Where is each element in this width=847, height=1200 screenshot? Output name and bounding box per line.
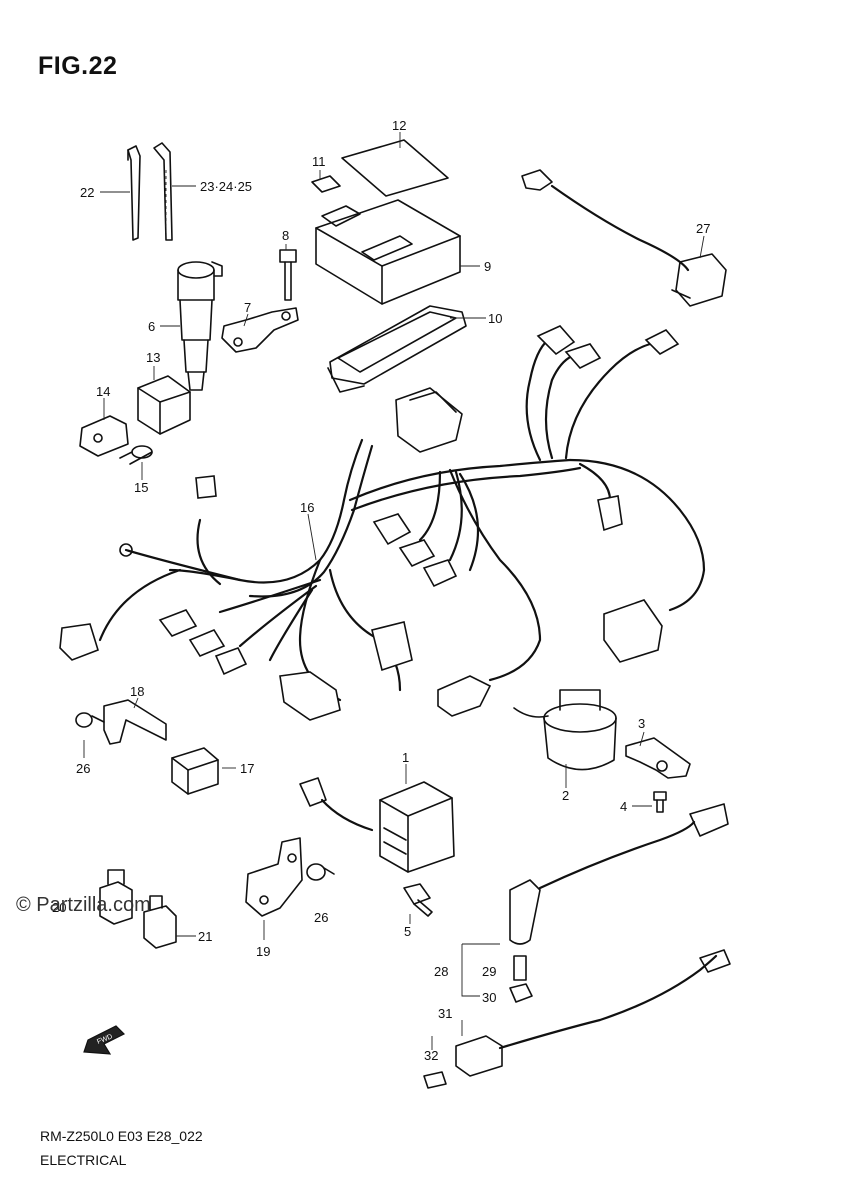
part-18-bracket[interactable]: [103, 699, 167, 745]
callout-4: 4: [620, 799, 627, 814]
callout-29: 29: [482, 964, 496, 979]
callout-2: 2: [562, 788, 569, 803]
part-5-bolt[interactable]: [403, 883, 433, 917]
part-20-connector[interactable]: [99, 869, 133, 925]
part-30-cap[interactable]: [509, 983, 533, 1003]
callout-1: 1: [402, 750, 409, 765]
callout-26-left: 26: [76, 761, 90, 776]
part-19-bracket[interactable]: [245, 837, 303, 917]
part-12-label[interactable]: [341, 139, 449, 197]
callout-16: 16: [300, 500, 314, 515]
part-26-bolt-right[interactable]: [306, 863, 335, 881]
watermark: © Partzilla.com: [16, 894, 151, 916]
callout-12: 12: [392, 118, 406, 133]
part-16-wiring-harness[interactable]: [59, 325, 706, 721]
callout-5: 5: [404, 924, 411, 939]
part-11-label[interactable]: [311, 175, 341, 193]
figure-title: FIG.22: [38, 52, 118, 80]
part-4-bolt[interactable]: [653, 791, 667, 813]
callout-18: 18: [130, 684, 144, 699]
part-3-bracket[interactable]: [625, 737, 691, 779]
part-7-bracket[interactable]: [221, 307, 299, 353]
callout-10: 10: [488, 311, 502, 326]
part-23-cable-tie[interactable]: [153, 142, 173, 241]
fwd-arrow-icon: FWD: [83, 1025, 126, 1055]
part-29-seal[interactable]: [513, 955, 527, 981]
callout-8: 8: [282, 228, 289, 243]
callout-32: 32: [424, 1048, 438, 1063]
callout-13: 13: [146, 350, 160, 365]
part-2-condenser[interactable]: [513, 689, 617, 771]
part-1-regulator[interactable]: [299, 777, 455, 873]
callout-6: 6: [148, 319, 155, 334]
part-17-relay[interactable]: [171, 747, 219, 795]
part-21-connector[interactable]: [143, 895, 177, 949]
callout-26-right: 26: [314, 910, 328, 925]
callout-15: 15: [134, 480, 148, 495]
part-28-plug-cap[interactable]: [509, 803, 729, 945]
callout-14: 14: [96, 384, 110, 399]
callout-21: 21: [198, 929, 212, 944]
callout-27: 27: [696, 221, 710, 236]
part-31-sub-harness[interactable]: [455, 949, 731, 1077]
part-10-strap[interactable]: [327, 305, 467, 393]
part-13-relay[interactable]: [137, 375, 191, 435]
figure-code: RM-Z250L0 E03 E28_022: [40, 1128, 203, 1144]
callout-30: 30: [482, 990, 496, 1005]
part-14-bracket[interactable]: [79, 415, 129, 457]
callout-19: 19: [256, 944, 270, 959]
section-name: ELECTRICAL: [40, 1152, 127, 1168]
callout-22: 22: [80, 185, 94, 200]
callout-28: 28: [434, 964, 448, 979]
callout-31: 31: [438, 1006, 452, 1021]
part-6-ignition-coil[interactable]: [177, 261, 223, 391]
callout-17: 17: [240, 761, 254, 776]
part-22-cable-tie[interactable]: [127, 145, 141, 241]
part-8-bolt[interactable]: [279, 249, 297, 301]
part-27-sensor[interactable]: [521, 169, 727, 307]
part-9-ecm[interactable]: [315, 199, 461, 305]
callout-3: 3: [638, 716, 645, 731]
leader-lines: [83, 132, 705, 1050]
callout-7: 7: [244, 300, 251, 315]
part-26-bolt-left[interactable]: [75, 712, 105, 728]
callout-11: 11: [312, 154, 326, 169]
callout-9: 9: [484, 259, 491, 274]
part-32-clip[interactable]: [423, 1071, 447, 1089]
part-15-screw[interactable]: [119, 445, 153, 465]
callout-23-24-25: 23·24·25: [200, 179, 252, 194]
callout-20: 20: [52, 900, 66, 915]
